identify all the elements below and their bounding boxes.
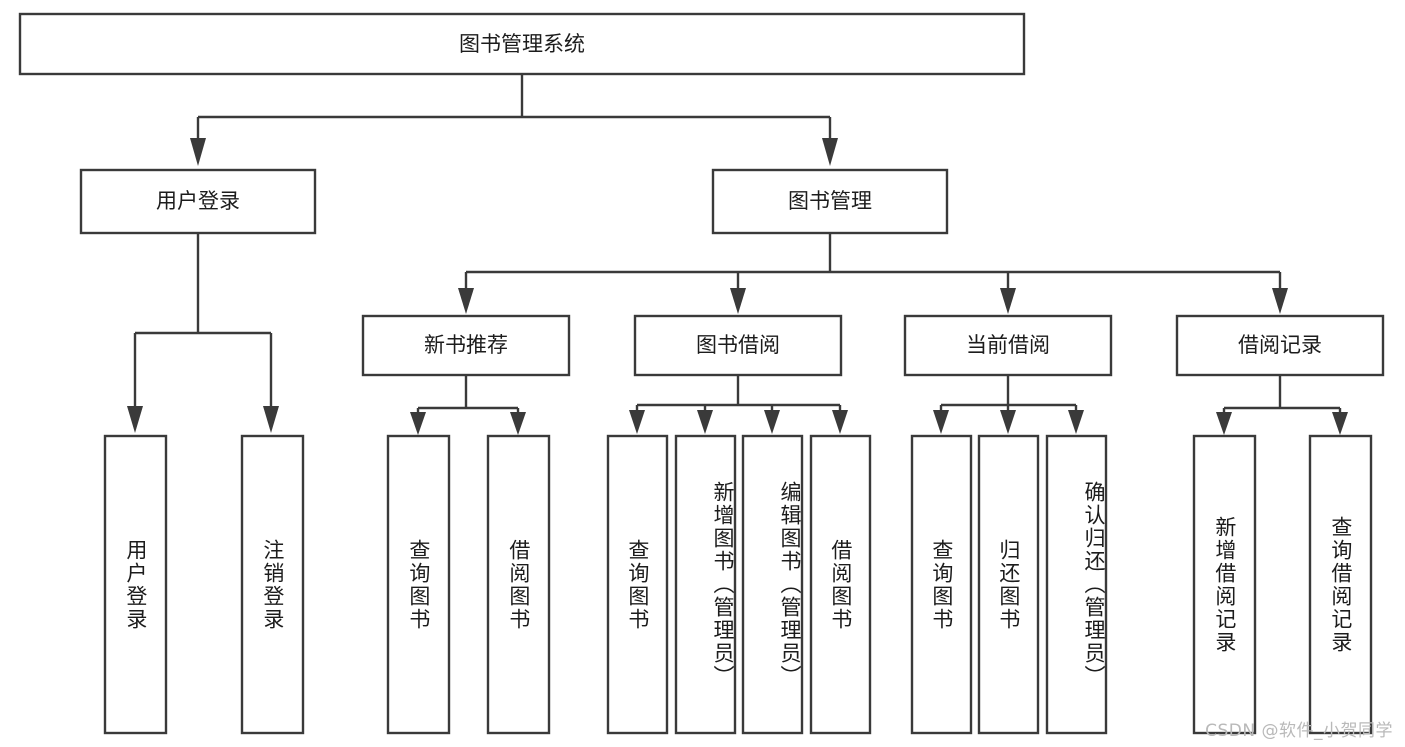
- connector-group-book-borrow: [629, 375, 848, 434]
- leaf-add-record-box[interactable]: [1192, 434, 1257, 735]
- connector-group-current-borrow: [933, 375, 1084, 434]
- leaf-query-record-box[interactable]: [1308, 434, 1373, 735]
- arrow-to-user-login: [190, 138, 206, 166]
- node-user-login-box[interactable]: [79, 168, 317, 235]
- node-current-borrow-label: 当前借阅: [966, 333, 1050, 357]
- node-borrow-record-box[interactable]: [1175, 314, 1385, 377]
- arrow-to-leaf-borrow-book-2: [832, 410, 848, 434]
- leaf-query-book-3-box[interactable]: [910, 434, 973, 735]
- connector-group-new-book-rec: [410, 375, 526, 435]
- arrow-to-borrow-record: [1272, 288, 1288, 314]
- arrow-to-leaf-logout: [263, 406, 279, 433]
- arrow-to-leaf-return-book: [1000, 410, 1016, 434]
- node-borrow-record[interactable]: 借阅记录: [1175, 314, 1385, 377]
- node-book-manage-label: 图书管理: [788, 189, 872, 213]
- node-current-borrow-box[interactable]: [903, 314, 1113, 377]
- node-root-box[interactable]: [18, 12, 1026, 76]
- arrow-to-leaf-edit-book: [764, 410, 780, 434]
- node-root[interactable]: 图书管理系统: [18, 12, 1026, 76]
- node-current-borrow[interactable]: 当前借阅: [903, 314, 1113, 377]
- arrow-to-leaf-query-record: [1332, 412, 1348, 435]
- node-user-login[interactable]: 用户登录: [79, 168, 317, 235]
- leaf-user-login-box[interactable]: [103, 434, 168, 735]
- arrow-to-leaf-query-book-3: [933, 410, 949, 434]
- node-new-book-rec-label: 新书推荐: [424, 333, 508, 357]
- leaf-add-book-box[interactable]: [674, 434, 737, 735]
- node-book-borrow[interactable]: 图书借阅: [633, 314, 843, 377]
- leaf-return-book-box[interactable]: [977, 434, 1040, 735]
- connector-group-book-manage: [458, 233, 1288, 314]
- leaf-edit-book-box[interactable]: [741, 434, 804, 735]
- arrow-to-book-borrow: [730, 288, 746, 314]
- node-root-label: 图书管理系统: [459, 32, 585, 56]
- arrow-to-leaf-confirm-return: [1068, 410, 1084, 434]
- arrow-to-leaf-query-book-2: [629, 410, 645, 434]
- arrow-to-new-book-rec: [458, 288, 474, 314]
- leaf-borrow-book-1-box[interactable]: [486, 434, 551, 735]
- arrow-to-leaf-add-record: [1216, 412, 1232, 435]
- node-new-book-rec-box[interactable]: [361, 314, 571, 377]
- node-book-manage-box[interactable]: [711, 168, 949, 235]
- connector-group-user-login: [127, 233, 279, 433]
- arrow-to-leaf-user-login: [127, 406, 143, 433]
- arrow-to-book-manage: [822, 138, 838, 166]
- arrow-to-leaf-borrow-book-1: [510, 412, 526, 435]
- leaf-borrow-book-2-box[interactable]: [809, 434, 872, 735]
- node-user-login-label: 用户登录: [156, 189, 240, 213]
- leaf-confirm-return-box[interactable]: [1045, 434, 1108, 735]
- arrow-to-leaf-query-book-1: [410, 412, 426, 435]
- node-book-borrow-box[interactable]: [633, 314, 843, 377]
- node-borrow-record-label: 借阅记录: [1238, 333, 1322, 357]
- node-new-book-rec[interactable]: 新书推荐: [361, 314, 571, 377]
- node-book-manage[interactable]: 图书管理: [711, 168, 949, 235]
- leaf-query-book-1-box[interactable]: [386, 434, 451, 735]
- csdn-watermark: CSDN @软件_小贺同学: [1205, 721, 1393, 741]
- arrow-to-leaf-add-book: [697, 410, 713, 434]
- leaf-query-book-2-box[interactable]: [606, 434, 669, 735]
- arrow-to-current-borrow: [1000, 288, 1016, 314]
- node-book-borrow-label: 图书借阅: [696, 333, 780, 357]
- connector-group-borrow-record: [1216, 375, 1348, 435]
- leaf-logout-box[interactable]: [240, 434, 305, 735]
- connector-group-root: [190, 74, 838, 166]
